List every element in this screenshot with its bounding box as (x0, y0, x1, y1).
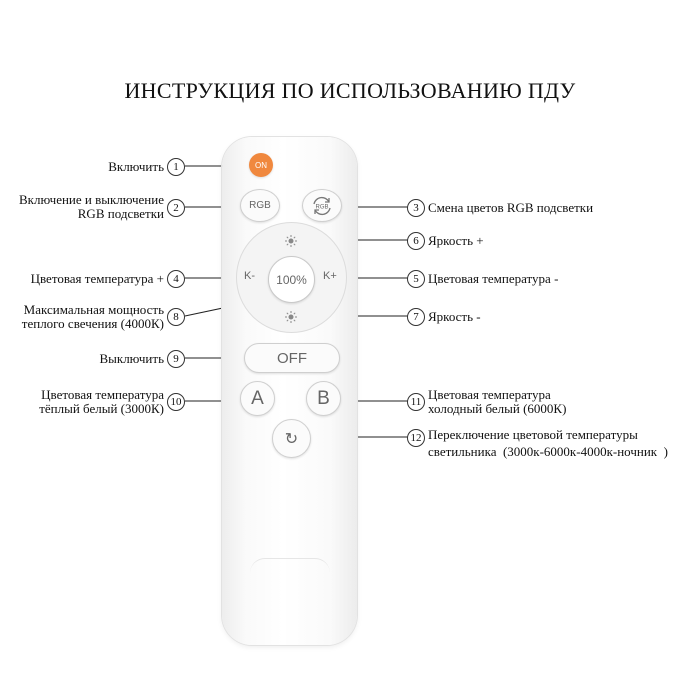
rgb-cycle-icon: RGB (313, 196, 331, 215)
callout-7-number: 7 (407, 308, 425, 326)
color-temp-minus-button[interactable]: K+ (323, 270, 337, 282)
callout-2-number: 2 (167, 199, 185, 217)
callout-1-label: Включить (108, 159, 164, 174)
callout-11-label-line2: холодный белый (6000К) (428, 401, 567, 416)
brightness-down-icon[interactable] (285, 310, 297, 323)
callout-12-label-line2: светильника (3000к-6000к-4000к-ночник ) (428, 444, 668, 459)
callout-6-label: Яркость + (428, 233, 484, 248)
callout-8-label-line1: Максимальная мощность (23, 302, 164, 317)
callout-5-number: 5 (407, 270, 425, 288)
off-button[interactable]: OFF (244, 343, 340, 373)
callout-6-number: 6 (407, 232, 425, 250)
callout-8-number: 8 (167, 308, 185, 326)
color-temp-plus-button[interactable]: K- (244, 270, 255, 282)
callout-3-label: Смена цветов RGB подсветки (428, 200, 594, 215)
callout-3-number: 3 (407, 199, 425, 217)
on-button[interactable]: ON (249, 153, 273, 177)
rgb-cycle-label: RGB (315, 204, 328, 210)
cold-white-button[interactable]: B (306, 381, 341, 416)
page-title: ИНСТРУКЦИЯ ПО ИСПОЛЬЗОВАНИЮ ПДУ (124, 78, 576, 103)
callout-10-label-line2: тёплый белый (3000К) (39, 401, 164, 416)
callout-1-number: 1 (167, 158, 185, 176)
callout-7-label: Яркость - (428, 309, 481, 324)
callout-4-label: Цветовая температура + (30, 271, 164, 286)
callout-11-number: 11 (407, 393, 425, 411)
callout-4-number: 4 (167, 270, 185, 288)
callout-2-label-line1: Включение и выключение (18, 192, 164, 207)
warm-white-button[interactable]: A (240, 381, 275, 416)
callout-10-number: 10 (167, 393, 185, 411)
callout-9-label: Выключить (99, 351, 164, 366)
rgb-toggle-button[interactable]: RGB (240, 189, 280, 222)
callout-11-label-line1: Цветовая температура (428, 387, 551, 402)
callout-9-number: 9 (167, 350, 185, 368)
temp-cycle-button[interactable]: ↻ (272, 419, 311, 458)
callout-12-number: 12 (407, 429, 425, 447)
callout-2-label-line2: RGB подсветки (77, 206, 164, 221)
callout-8-label-line2: теплого свечения (4000К) (21, 316, 164, 331)
callout-10-label-line1: Цветовая температура (41, 387, 164, 402)
max-warm-button[interactable]: 100% (268, 256, 315, 303)
callout-5-label: Цветовая температура - (428, 271, 559, 286)
rgb-cycle-button[interactable]: RGB (302, 189, 342, 222)
remote-notch (250, 558, 330, 573)
brightness-up-icon[interactable] (285, 234, 297, 247)
callout-12-label-line1: Переключение цветовой температуры (428, 427, 638, 442)
